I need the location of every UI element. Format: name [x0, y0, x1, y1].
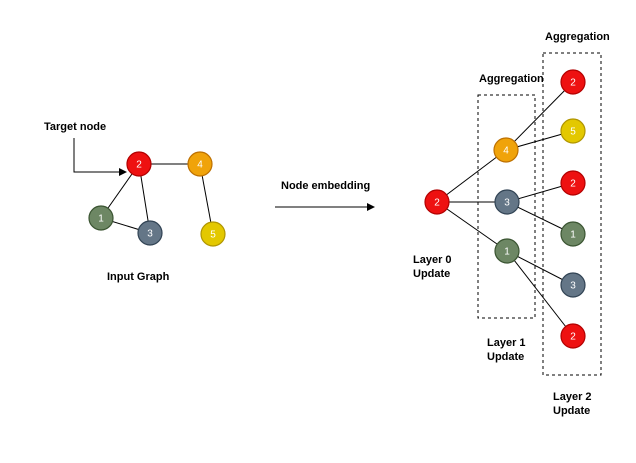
input-node-n5: 5 [200, 221, 226, 247]
tree-node-circle [560, 323, 586, 349]
tree-node-circle [560, 272, 586, 298]
tree-edge-t0-t1c [436, 201, 508, 252]
input-node-n3: 3 [137, 220, 163, 246]
tree-node-label: 3 [570, 281, 576, 292]
tree-node-circle [560, 170, 586, 196]
node-embedding-label: Node embedding [281, 180, 370, 192]
input-node-n4: 4 [187, 151, 213, 177]
layer2-caption-line2: Update [553, 405, 590, 417]
tree-node-t2c: 2 [560, 170, 586, 196]
input-node-circle [126, 151, 152, 177]
aggregation-label-layer2: Aggregation [545, 31, 610, 43]
tree-node-label: 1 [570, 230, 576, 241]
tree-node-label: 2 [570, 332, 576, 343]
input-node-label: 4 [197, 160, 203, 171]
input-node-label: 3 [147, 229, 153, 240]
tree-node-t1a: 4 [493, 137, 519, 163]
aggregation-box-layer1 [477, 94, 536, 319]
tree-node-circle [494, 238, 520, 264]
target-node-label: Target node [44, 121, 106, 133]
input-node-label: 5 [210, 230, 216, 241]
tree-node-circle [494, 189, 520, 215]
input-node-label: 2 [136, 160, 142, 171]
tree-node-label: 3 [504, 198, 510, 209]
tree-node-label: 4 [503, 146, 509, 157]
input-node-label: 1 [98, 214, 104, 225]
layer1-caption-line1: Layer 1 [487, 337, 526, 349]
tree-node-t2b: 5 [560, 118, 586, 144]
tree-node-circle [424, 189, 450, 215]
tree-node-label: 2 [570, 78, 576, 89]
input-node-circle [187, 151, 213, 177]
input-graph-caption: Input Graph [107, 271, 170, 283]
input-node-circle [137, 220, 163, 246]
tree-node-label: 5 [570, 127, 576, 138]
tree-node-label: 2 [570, 179, 576, 190]
input-node-n2: 2 [126, 151, 152, 177]
tree-node-t1b: 3 [494, 189, 520, 215]
tree-edge-t0-t1a [436, 149, 507, 203]
target-node-arrow [73, 138, 127, 176]
tree-node-t1c: 1 [494, 238, 520, 264]
input-node-circle [200, 221, 226, 247]
layer0-caption-line1: Layer 0 [413, 254, 452, 266]
tree-node-t2d: 1 [560, 221, 586, 247]
layer2-caption-line1: Layer 2 [553, 391, 592, 403]
tree-node-circle [493, 137, 519, 163]
input-node-circle [88, 205, 114, 231]
tree-edge-t1a-t2a [505, 81, 574, 151]
tree-node-t2f: 2 [560, 323, 586, 349]
tree-edge-t1c-t2f [506, 250, 574, 337]
layer0-caption-line2: Update [413, 268, 450, 280]
aggregation-label-layer1: Aggregation [479, 73, 544, 85]
tree-node-circle [560, 118, 586, 144]
tree-nodes: 2 4 3 1 2 5 2 1 3 2 [424, 69, 586, 349]
tree-node-circle [560, 221, 586, 247]
input-node-n1: 1 [88, 205, 114, 231]
input-graph-nodes: 2 4 1 3 5 [88, 151, 226, 247]
aggregation-box-layer2 [542, 52, 602, 376]
tree-node-label: 1 [504, 247, 510, 258]
tree-node-t0: 2 [424, 189, 450, 215]
tree-node-t2a: 2 [560, 69, 586, 95]
tree-node-circle [560, 69, 586, 95]
tree-node-t2e: 3 [560, 272, 586, 298]
tree-node-label: 2 [434, 198, 440, 209]
layer1-caption-line2: Update [487, 351, 524, 363]
